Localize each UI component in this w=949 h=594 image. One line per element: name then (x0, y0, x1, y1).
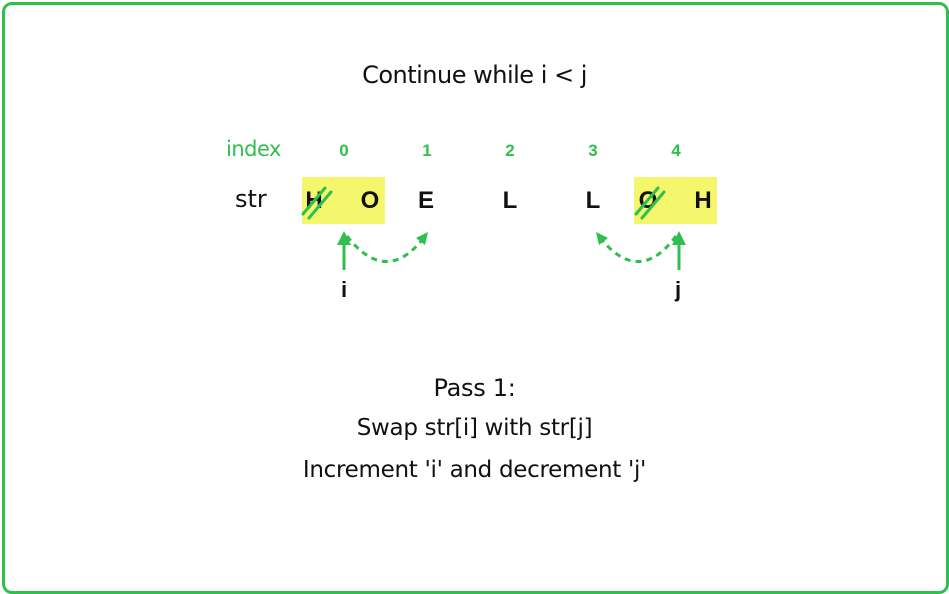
pointer-i-arrow (337, 231, 351, 270)
move-arrow-j-head (596, 232, 608, 245)
index-1: 1 (422, 141, 432, 160)
move-arrow-i-head (416, 232, 428, 245)
index-0: 0 (339, 141, 349, 160)
index-row-label: index (226, 137, 281, 161)
pass-title: Pass 1: (433, 374, 516, 402)
step-move-pointers: Increment 'i' and decrement 'j' (302, 457, 647, 483)
move-arrow-j (600, 235, 678, 263)
char-l-1: L (502, 187, 518, 214)
strike-mark-left (301, 186, 333, 220)
pointer-j-arrow (672, 231, 686, 270)
char-h-new: H (694, 187, 712, 214)
move-arrow-i (345, 235, 424, 263)
pointer-i-label: i (340, 277, 348, 302)
pointer-j-label: j (674, 277, 682, 302)
char-o-new: O (360, 187, 380, 214)
step-swap: Swap str[i] with str[j] (356, 415, 593, 441)
char-e: E (417, 187, 434, 214)
strike-mark-right (634, 186, 666, 220)
str-row-label: str (235, 185, 267, 213)
index-4: 4 (671, 141, 681, 160)
index-2: 2 (505, 141, 515, 160)
char-l-2: L (585, 187, 601, 214)
index-3: 3 (588, 141, 598, 160)
diagram-title: Continue while i < j (362, 61, 587, 89)
